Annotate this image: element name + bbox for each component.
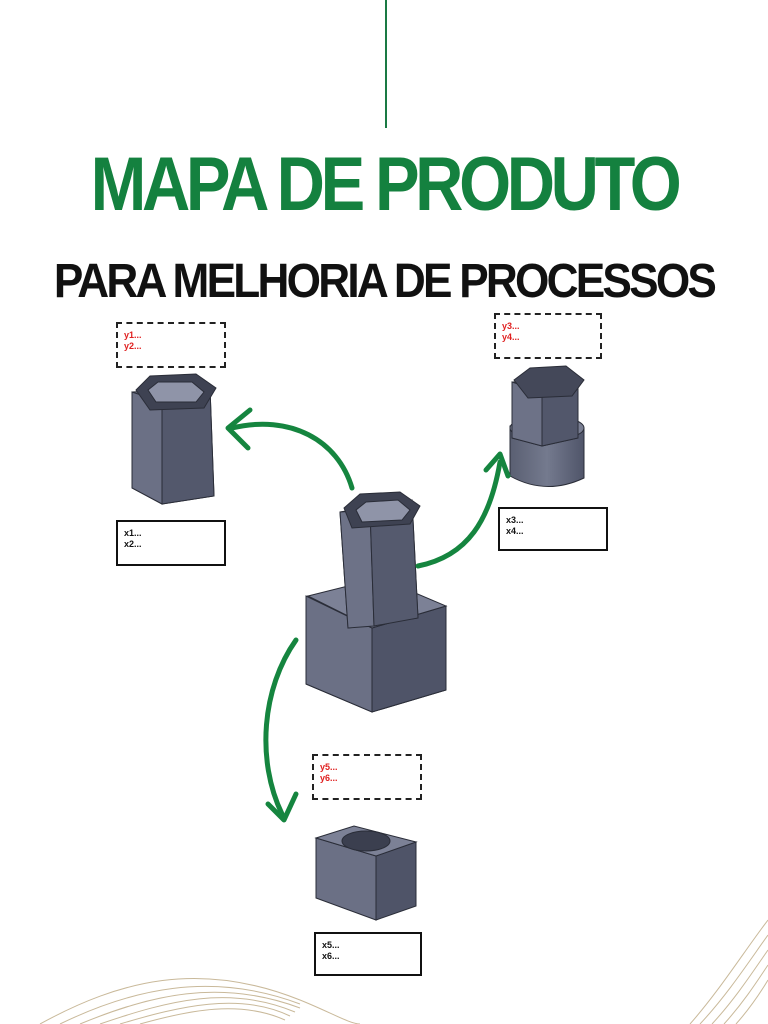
- label-x5: x5...: [322, 940, 340, 950]
- arrow-to-square-block: [263, 637, 299, 823]
- dashed-label-box-y3-y4: y3... y4...: [494, 313, 602, 359]
- label-x1: x1...: [124, 528, 142, 538]
- hex-tube-part-illustration: [131, 373, 217, 505]
- top-divider-line: [385, 0, 387, 128]
- square-block-part-illustration: [314, 825, 418, 921]
- label-y5: y5...: [320, 762, 338, 772]
- solid-label-box-x5-x6: x5... x6...: [314, 932, 422, 976]
- arrow-to-hex-on-cylinder: [415, 451, 511, 569]
- solid-label-box-x1-x2: x1... x2...: [116, 520, 226, 566]
- decorative-wave-bottom-left: [39, 977, 361, 1024]
- decorative-wave-bottom-right: [689, 919, 768, 1024]
- page-subtitle: PARA MELHORIA DE PROCESSOS: [53, 255, 717, 308]
- dashed-label-box-y1-y2: y1... y2...: [116, 322, 226, 368]
- label-y4: y4...: [502, 332, 520, 342]
- arrow-to-hex-tube: [225, 407, 355, 491]
- label-y6: y6...: [320, 773, 338, 783]
- label-y3: y3...: [502, 321, 520, 331]
- label-x3: x3...: [506, 515, 524, 525]
- label-x4: x4...: [506, 526, 524, 536]
- central-part-illustration: [305, 491, 448, 713]
- label-x2: x2...: [124, 539, 142, 549]
- label-y2: y2...: [124, 341, 142, 351]
- hex-on-cylinder-part-illustration: [509, 365, 585, 487]
- label-y1: y1...: [124, 330, 142, 340]
- solid-label-box-x3-x4: x3... x4...: [498, 507, 608, 551]
- dashed-label-box-y5-y6: y5... y6...: [312, 754, 422, 800]
- label-x6: x6...: [322, 951, 340, 961]
- page-title: MAPA DE PRODUTO: [90, 142, 682, 227]
